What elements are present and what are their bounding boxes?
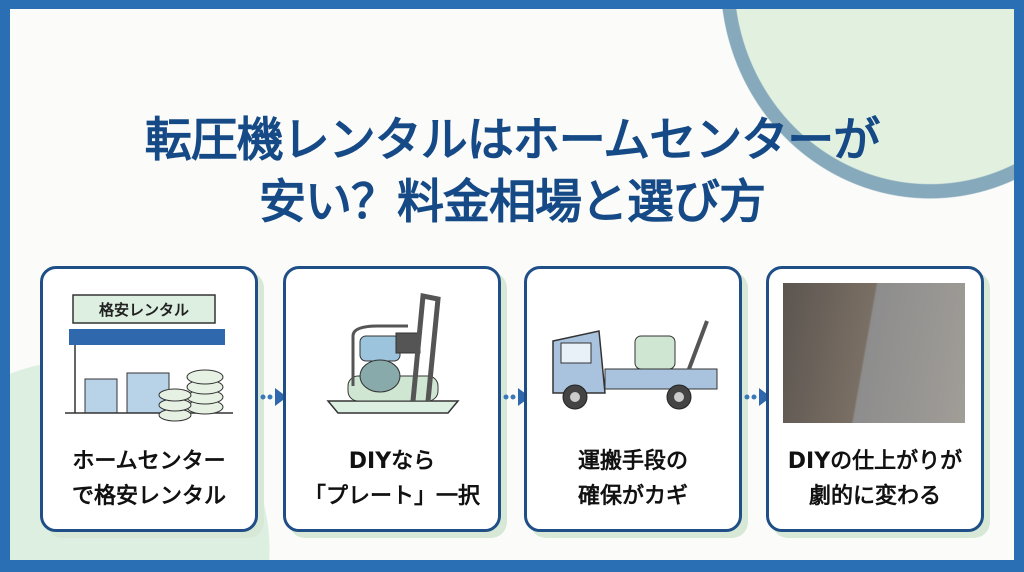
page-title-line2: 安い？料金相場と選び方	[259, 175, 766, 230]
card-caption-line1: DIYの仕上がりが	[787, 449, 963, 474]
card-caption-line2: 確保がカギ	[577, 484, 688, 509]
store-coins-icon: 格安レンタル	[65, 294, 233, 422]
card-caption-line2: で格安レンタル	[71, 484, 226, 509]
card-caption-line1: ホームセンター	[72, 449, 226, 474]
card-home-center: 格安レンタル ホームセンターで格安レンタル	[40, 266, 258, 532]
card-caption-line2: 劇的に変わる	[808, 484, 941, 509]
infographic: 転圧機レンタルはホームセンターが 安い？料金相場と選び方 格安レンタル ホームセ…	[10, 9, 1014, 560]
card-transport: 運搬手段の確保がカギ	[524, 266, 742, 532]
card-plate-compactor: DIYなら「プレート」一択	[283, 266, 501, 532]
store-sign-text: 格安レンタル	[99, 301, 189, 319]
card-caption-line2: 「プレート」一択	[303, 484, 480, 509]
arrow-right-icon	[744, 388, 771, 406]
plate-compactor-icon	[326, 293, 460, 414]
truck-icon	[552, 320, 718, 410]
card-caption-line1: 運搬手段の	[577, 449, 688, 474]
paved-yard-photo	[783, 283, 965, 423]
card-caption-line1: DIYなら	[348, 449, 436, 474]
arrow-right-icon	[260, 388, 287, 406]
card-finish: DIYの仕上がりが劇的に変わる	[766, 266, 984, 532]
page-title-line1: 転圧機レンタルはホームセンターが	[144, 113, 881, 168]
